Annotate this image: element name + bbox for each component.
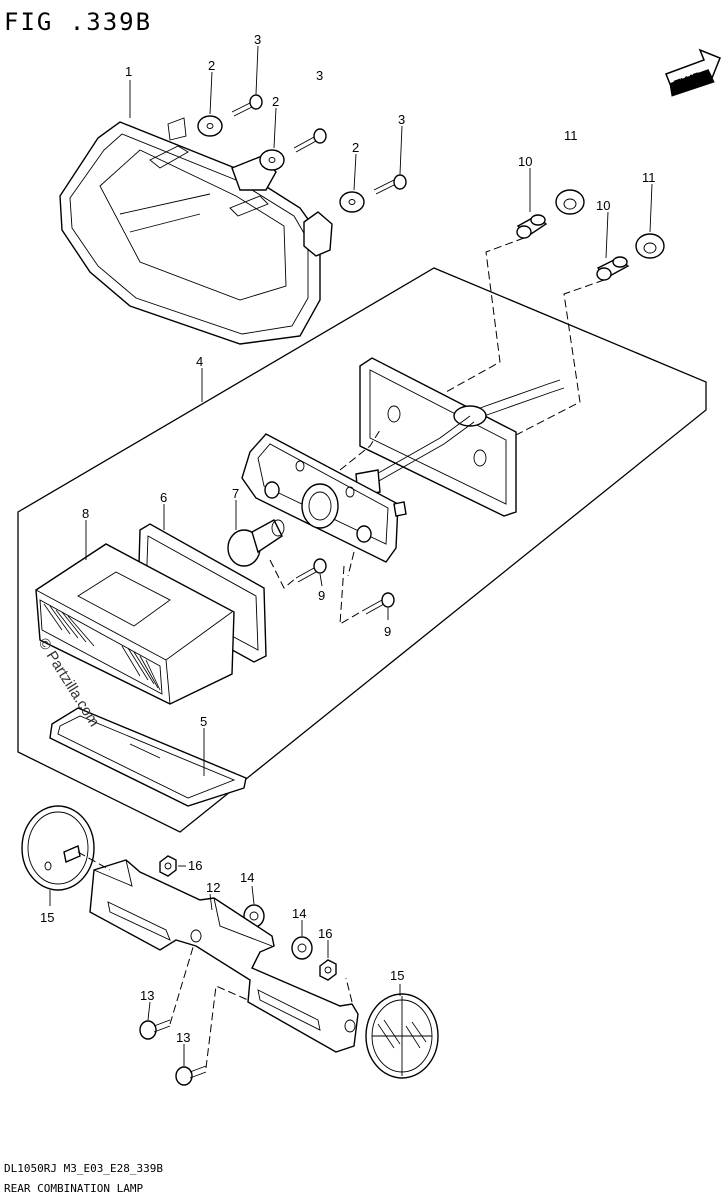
callout-4: 4: [196, 354, 203, 369]
callout-15b: 15: [390, 968, 404, 983]
socket-base: [241, 433, 407, 563]
callout-15a: 15: [40, 910, 54, 925]
callout-9a: 9: [318, 588, 325, 603]
callout-3a: 3: [254, 32, 261, 47]
callout-13b: 13: [176, 1030, 190, 1045]
figure-title: FIG .339B: [4, 8, 152, 36]
grommet-11a: [555, 189, 585, 215]
callout-16a: 16: [188, 858, 202, 873]
callout-10a: 10: [518, 154, 532, 169]
nut-16a: [159, 855, 177, 877]
fwd-arrow-icon: FWD: [665, 48, 721, 97]
callout-8: 8: [82, 506, 89, 521]
reflector-15b: [365, 993, 439, 1079]
callout-12: 12: [206, 880, 220, 895]
spacer-10b: [596, 256, 630, 281]
screw-3a: [231, 94, 263, 117]
screw-9a: [295, 558, 327, 583]
spacer-10a: [516, 214, 548, 239]
callout-9b: 9: [384, 624, 391, 639]
callout-2c: 2: [352, 140, 359, 155]
callout-1: 1: [125, 64, 132, 79]
wire-harness: [339, 379, 565, 497]
nut-16b: [319, 959, 337, 981]
callout-14a: 14: [240, 870, 254, 885]
reflector-15a: [21, 805, 95, 891]
screw-9b: [363, 592, 395, 615]
callout-3b: 3: [316, 68, 323, 83]
bushing-14b: [291, 936, 313, 960]
callout-13a: 13: [140, 988, 154, 1003]
callout-11a: 11: [564, 128, 578, 143]
figure-caption: REAR COMBINATION LAMP: [4, 1182, 143, 1195]
callout-2a: 2: [208, 58, 215, 73]
washer-2b: [259, 149, 285, 171]
leader-lines: [49, 45, 653, 1066]
callout-16b: 16: [318, 926, 332, 941]
callout-2b: 2: [272, 94, 279, 109]
callout-3c: 3: [398, 112, 405, 127]
bolt-13a: [139, 1019, 171, 1040]
callout-11b: 11: [642, 170, 656, 185]
bulb-7: [227, 519, 285, 567]
washer-2a: [197, 115, 223, 137]
callout-7: 7: [232, 486, 239, 501]
lens-strip-5: [49, 707, 247, 807]
callout-14b: 14: [292, 906, 306, 921]
bolt-13b: [175, 1065, 207, 1086]
callout-10b: 10: [596, 198, 610, 213]
bracket-12: [89, 859, 359, 1053]
screw-3c: [373, 174, 407, 195]
model-code: DL1050RJ M3_E03_E28_339B: [4, 1162, 163, 1175]
washer-2c: [339, 191, 365, 213]
mounting-plate: [359, 357, 517, 517]
callout-5: 5: [200, 714, 207, 729]
assembly-frame: [17, 267, 707, 833]
grommet-11b: [635, 233, 665, 259]
callout-6: 6: [160, 490, 167, 505]
license-lamp-lens-8: [35, 543, 235, 705]
tail-lamp-housing: [59, 117, 333, 345]
screw-3b: [293, 128, 327, 153]
